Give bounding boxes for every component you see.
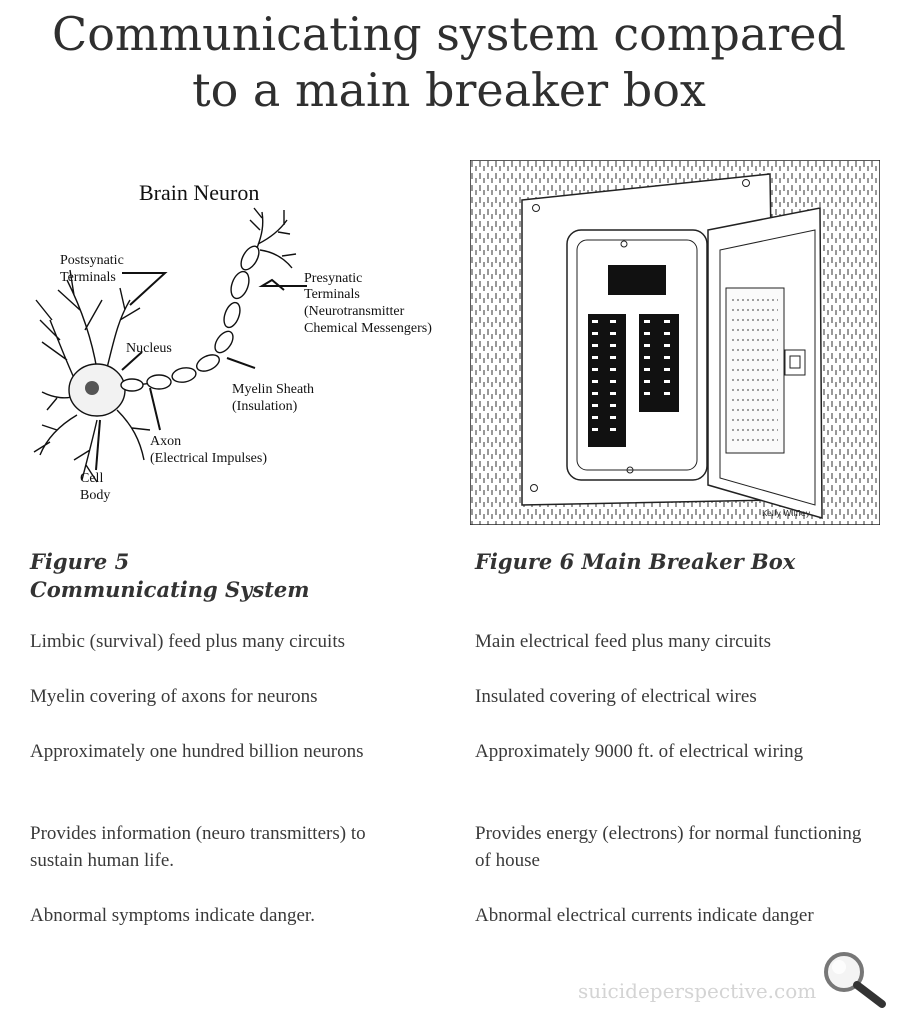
- label-nucleus: Nucleus: [126, 341, 172, 356]
- label-presynaptic-3: (Neurotransmitter: [304, 304, 405, 319]
- neuron-heading: Brain Neuron: [139, 180, 259, 205]
- title-line-2: to a main breaker box: [192, 63, 706, 117]
- label-myelin-2: (Insulation): [232, 399, 298, 414]
- label-axon-2: (Electrical Impulses): [150, 451, 267, 466]
- axon-drawing: [120, 245, 260, 392]
- title-line-1: Communicating system compared: [52, 7, 846, 61]
- figure-6-caption: Figure 6 Main Breaker Box: [475, 548, 795, 576]
- figure-6-caption-line-1: Figure 6 Main Breaker Box: [475, 549, 796, 574]
- presynaptic-drawing: [249, 207, 297, 269]
- right-row-3: Approximately 9000 ft. of electrical wir…: [475, 741, 804, 762]
- neuron-diagram: Brain Neuron: [22, 170, 452, 510]
- label-axon-1: Axon: [150, 434, 181, 449]
- label-postsynaptic-2: Terminals: [60, 270, 116, 285]
- left-row-4: Provides information (neuro transmitters…: [30, 823, 366, 871]
- right-row-2: Insulated covering of electrical wires: [475, 686, 757, 707]
- label-presynaptic-2: Terminals: [304, 287, 360, 302]
- label-myelin-1: Myelin Sheath: [232, 382, 314, 397]
- label-presynaptic-1: Presynatic: [304, 271, 362, 286]
- breaker-box-drawing: Kelly Wilfley: [469, 159, 881, 526]
- left-row-1: Limbic (survival) feed plus many circuit…: [30, 631, 345, 652]
- artist-signature: Kelly Wilfley: [762, 509, 811, 518]
- label-cell-2: Body: [80, 488, 110, 503]
- right-row-4: Provides energy (electrons) for normal f…: [475, 823, 862, 871]
- magnifier-icon: [820, 948, 890, 1010]
- figure-5-caption-line-2: Communicating System: [30, 577, 310, 602]
- figure-5-caption-line-1: Figure 5: [30, 549, 130, 574]
- watermark: suicideperspective.com: [578, 979, 817, 1003]
- label-cell-1: Cell: [80, 471, 103, 486]
- left-row-2: Myelin covering of axons for neurons: [30, 686, 318, 707]
- right-row-1: Main electrical feed plus many circuits: [475, 631, 771, 652]
- left-row-3: Approximately one hundred billion neuron…: [30, 741, 364, 762]
- label-presynaptic-4: Chemical Messengers): [304, 321, 432, 336]
- left-row-5: Abnormal symptoms indicate danger.: [30, 905, 315, 926]
- right-row-5: Abnormal electrical currents indicate da…: [475, 905, 814, 926]
- nucleus-drawing: [85, 381, 99, 395]
- figure-5-caption: Figure 5 Communicating System: [30, 548, 309, 604]
- page-title: Communicating system compared to a main …: [0, 6, 898, 118]
- label-postsynaptic-1: Postsynatic: [60, 253, 124, 268]
